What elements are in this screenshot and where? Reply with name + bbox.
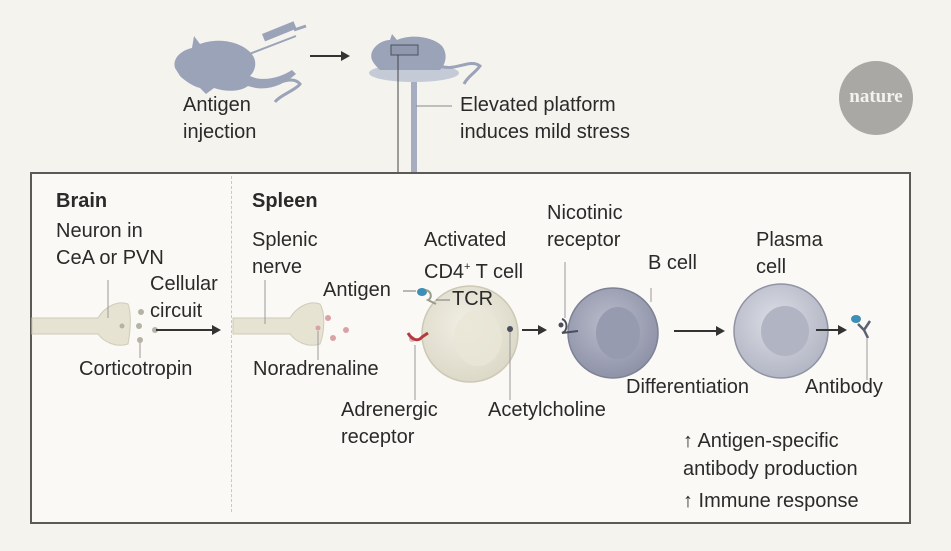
antigen-injection-line1: Antigen xyxy=(183,94,251,116)
antibody-label: Antibody xyxy=(805,376,883,398)
mouse-with-syringe-icon xyxy=(174,21,307,103)
differentiation-arrow-icon xyxy=(674,326,725,336)
splenic-nerve-label: Splenic nerve xyxy=(252,227,318,281)
elevated-platform-line2: induces mild stress xyxy=(460,121,631,143)
mouse-on-platform-icon xyxy=(369,34,483,172)
arrow-right-icon xyxy=(310,51,350,61)
activated-t-cell-icon xyxy=(421,285,519,400)
brain-spleen-divider xyxy=(231,176,232,512)
antigen-label: Antigen xyxy=(323,279,391,301)
plasma-cell-icon xyxy=(733,283,829,379)
t-cell-label-line1: Activated xyxy=(424,229,507,251)
spleen-heading: Spleen xyxy=(252,190,318,212)
plasma-label-line1: Plasma xyxy=(756,229,823,251)
t-cell-text: T cell xyxy=(470,261,524,283)
brain-heading: Brain xyxy=(56,190,108,212)
nerve-label-line1: Splenic xyxy=(252,229,318,251)
neuron-label-line2: CeA or PVN xyxy=(56,247,164,269)
nicotinic-receptor-icon xyxy=(558,262,579,334)
circuit-label-line2: circuit xyxy=(150,300,203,322)
nicotinic-label-line2: receptor xyxy=(547,229,621,251)
b-cell-icon xyxy=(567,287,659,379)
corticotropin-dots xyxy=(136,309,158,358)
t-cell-label-line2: CD4+ T cell xyxy=(424,254,523,286)
differentiation-label: Differentiation xyxy=(626,376,750,398)
corticotropin-label: Corticotropin xyxy=(79,358,193,380)
plasma-cell-label: Plasma cell xyxy=(756,227,823,281)
adrenergic-receptor-icon xyxy=(406,331,429,400)
tcr-label: TCR xyxy=(452,288,494,310)
cd4-superscript: + xyxy=(464,261,471,273)
circuit-arrow-icon xyxy=(156,325,221,335)
tcell-to-bcell-arrow-icon xyxy=(522,325,547,335)
adrenergic-receptor-label: Adrenergic receptor xyxy=(341,397,438,451)
nature-logo: nature xyxy=(839,61,913,135)
brain-neuron-axon-icon xyxy=(31,280,131,346)
outcomes-list: ↑ Antigen-specific antibody production ↑… xyxy=(683,427,859,515)
elevated-platform-line1: Elevated platform xyxy=(460,94,616,116)
splenic-nerve-icon xyxy=(232,280,325,360)
antigen-injection-label: Antigen injection xyxy=(183,92,256,146)
antibody-icon xyxy=(851,315,872,380)
neuron-label: Neuron in CeA or PVN xyxy=(56,218,164,272)
neuron-label-line1: Neuron in xyxy=(56,220,143,242)
nicotinic-label-line1: Nicotinic xyxy=(547,202,623,224)
adrenergic-label-line1: Adrenergic xyxy=(341,399,438,421)
outcome-antibody-line1: ↑ Antigen-specific xyxy=(683,430,839,452)
plasma-label-line2: cell xyxy=(756,256,787,278)
cd4-text: CD4 xyxy=(424,261,465,283)
nicotinic-receptor-label: Nicotinic receptor xyxy=(547,200,623,254)
plasma-to-antibody-arrow-icon xyxy=(816,325,847,335)
acetylcholine-label: Acetylcholine xyxy=(488,399,606,421)
adrenergic-label-line2: receptor xyxy=(341,426,415,448)
outcome-antibody-line2: antibody production xyxy=(683,458,858,480)
nerve-label-line2: nerve xyxy=(252,256,303,278)
noradrenaline-dots xyxy=(325,315,349,341)
antigen-tcr-icon xyxy=(403,288,450,305)
noradrenaline-label: Noradrenaline xyxy=(253,358,379,380)
b-cell-label: B cell xyxy=(648,252,697,274)
antigen-injection-line2: injection xyxy=(183,121,257,143)
circuit-label-line1: Cellular xyxy=(150,273,218,295)
elevated-platform-label: Elevated platform induces mild stress xyxy=(460,92,630,146)
t-cell-label: Activated CD4+ T cell xyxy=(424,227,523,286)
outcome-immune-response: ↑ Immune response xyxy=(683,490,859,512)
cellular-circuit-label: Cellular circuit xyxy=(150,271,218,325)
